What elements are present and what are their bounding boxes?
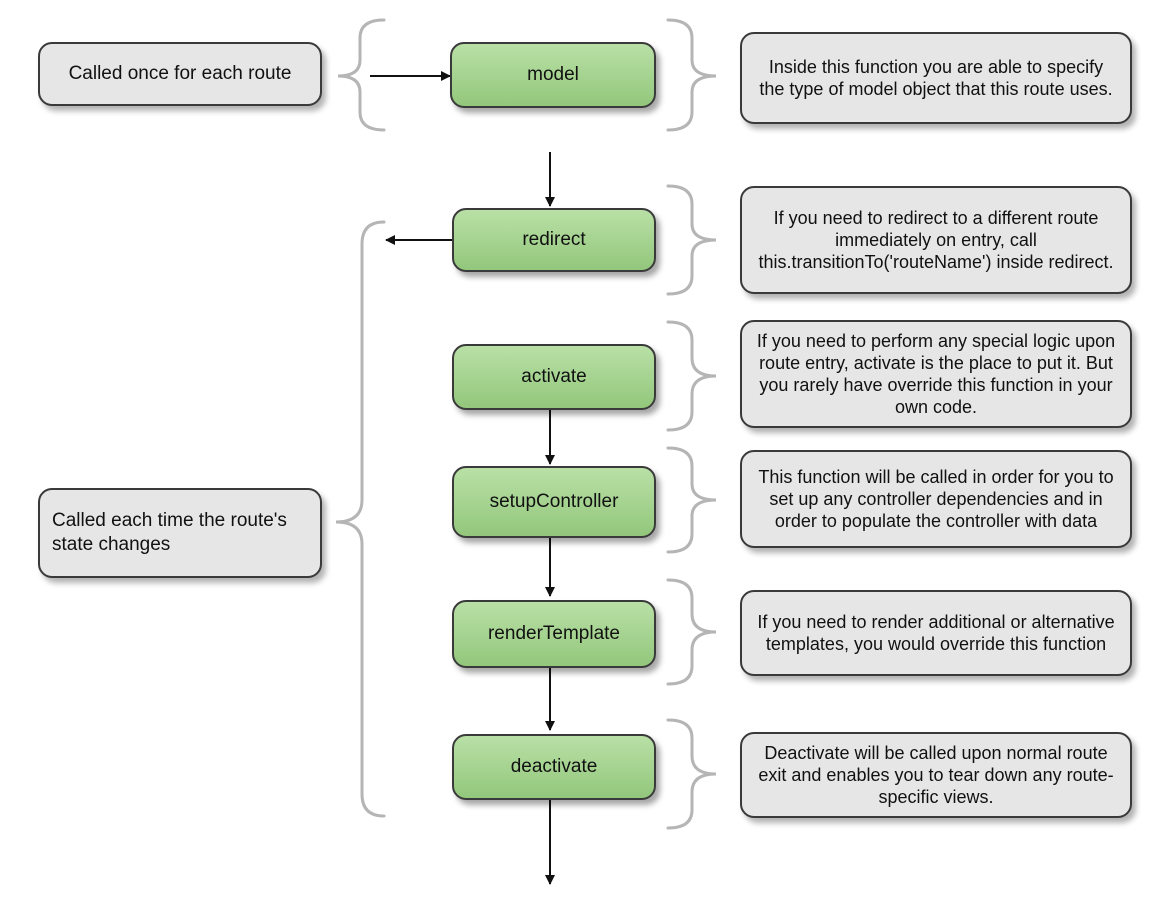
note-model-text: Inside this function you are able to spe… <box>759 57 1113 99</box>
hook-rendertemplate-label: renderTemplate <box>487 623 621 644</box>
note-setupcontroller-text: This function will be called in order fo… <box>758 467 1114 531</box>
note-deactivate: Deactivate will be called upon normal ro… <box>740 732 1132 818</box>
brace-redirect <box>666 184 717 296</box>
brace-rendertemplate <box>666 578 717 686</box>
hook-redirect-label: redirect <box>522 229 586 250</box>
hook-deactivate: deactivate <box>452 734 656 800</box>
note-model: Inside this function you are able to spe… <box>740 32 1132 124</box>
note-setupcontroller: This function will be called in order fo… <box>740 450 1132 548</box>
hook-model: model <box>450 42 656 108</box>
hook-rendertemplate: renderTemplate <box>452 600 656 668</box>
brace-model-right <box>666 18 717 132</box>
note-activate-text: If you need to perform any special logic… <box>756 331 1116 417</box>
brace-model-left <box>337 18 386 132</box>
group-label-once-text: Called once for each route <box>68 63 292 84</box>
note-activate: If you need to perform any special logic… <box>740 320 1132 428</box>
group-label-each-time-text: Called each time the route's state chang… <box>52 510 287 555</box>
hook-setupcontroller-label: setupController <box>489 491 619 512</box>
hook-model-label: model <box>527 64 579 85</box>
hook-activate: activate <box>452 344 656 410</box>
note-rendertemplate: If you need to render additional or alte… <box>740 590 1132 676</box>
note-rendertemplate-text: If you need to render additional or alte… <box>757 612 1115 654</box>
hook-setupcontroller: setupController <box>452 466 656 538</box>
note-redirect-text: If you need to redirect to a different r… <box>758 208 1114 272</box>
hook-redirect: redirect <box>452 208 656 272</box>
note-redirect: If you need to redirect to a different r… <box>740 186 1132 294</box>
brace-deactivate <box>666 718 717 830</box>
brace-setupcontroller <box>666 446 717 554</box>
hook-deactivate-label: deactivate <box>510 756 598 777</box>
brace-each-time <box>335 220 386 818</box>
brace-activate <box>666 320 717 432</box>
note-deactivate-text: Deactivate will be called upon normal ro… <box>758 743 1114 807</box>
group-label-each-time: Called each time the route's state chang… <box>38 488 322 578</box>
hook-activate-label: activate <box>521 366 587 387</box>
group-label-once: Called once for each route <box>38 42 322 106</box>
